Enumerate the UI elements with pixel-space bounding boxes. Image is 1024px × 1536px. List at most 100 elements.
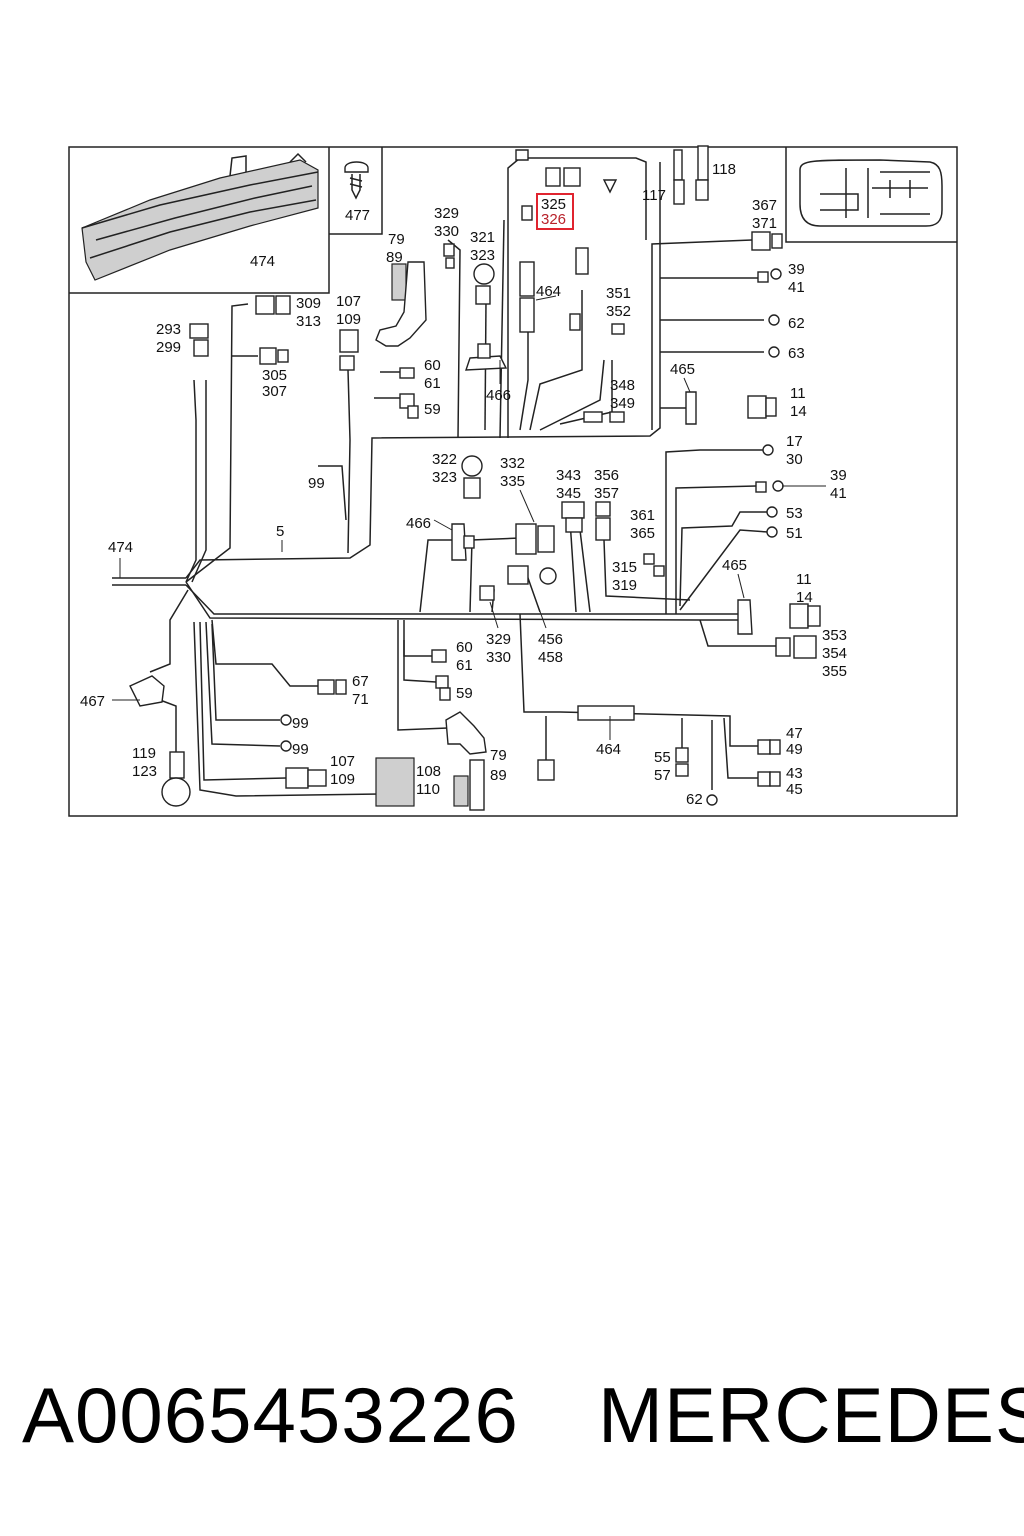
label-108: 108 xyxy=(416,763,441,780)
label-62-bot: 62 xyxy=(686,791,703,808)
label-11-mid: 11 xyxy=(796,571,812,588)
grommet-466-top xyxy=(465,343,508,371)
connector-332-335 xyxy=(515,523,555,555)
label-57: 57 xyxy=(654,767,671,784)
label-67: 67 xyxy=(352,673,369,690)
label-109-top: 109 xyxy=(336,311,361,328)
socket-119-123 xyxy=(161,751,191,807)
label-59-bot: 59 xyxy=(456,685,473,702)
label-315: 315 xyxy=(612,559,637,576)
label-11-top: 11 xyxy=(790,385,806,402)
horn-79-89-top xyxy=(375,261,427,347)
label-110: 110 xyxy=(416,781,440,798)
label-5: 5 xyxy=(276,523,284,540)
label-477: 477 xyxy=(345,207,370,224)
diagram-frame xyxy=(68,146,958,817)
terminal-62-bottom xyxy=(706,794,718,806)
grommet-465-mid xyxy=(737,599,821,635)
connector-367-371 xyxy=(751,231,783,251)
label-71: 71 xyxy=(352,691,369,708)
label-343: 343 xyxy=(556,467,581,484)
label-59-top: 59 xyxy=(424,401,441,418)
label-323-top: 323 xyxy=(470,247,495,264)
label-107-bot: 107 xyxy=(330,753,355,770)
label-109-bot: 109 xyxy=(330,771,355,788)
label-117: 117 xyxy=(642,187,666,204)
label-313: 313 xyxy=(296,313,321,330)
label-330-mid: 330 xyxy=(486,649,511,666)
main-harness-wires xyxy=(112,157,778,797)
label-41-mid: 41 xyxy=(830,485,847,502)
label-321: 321 xyxy=(470,229,495,246)
highlight-box-325-326 xyxy=(536,193,574,230)
label-30: 30 xyxy=(786,451,803,468)
small-connectors-60-61-59-top xyxy=(399,367,419,419)
label-17: 17 xyxy=(786,433,803,450)
label-14-top: 14 xyxy=(790,403,807,420)
label-355: 355 xyxy=(822,663,847,680)
label-293: 293 xyxy=(156,321,181,338)
label-51: 51 xyxy=(786,525,803,542)
label-43: 43 xyxy=(786,765,803,782)
label-329-top: 329 xyxy=(434,205,459,222)
connector-321-323 xyxy=(473,263,495,305)
connector-356-357 xyxy=(595,501,611,541)
terminals-right-top xyxy=(757,268,782,358)
connector-309-313 xyxy=(255,295,291,315)
terminals-99-bottom xyxy=(280,714,292,752)
label-466-mid: 466 xyxy=(406,515,431,532)
terminals-17-30-39-41 xyxy=(755,444,784,493)
label-319: 319 xyxy=(612,577,637,594)
label-60-bot: 60 xyxy=(456,639,473,656)
label-354: 354 xyxy=(822,645,847,662)
connector-351-352 xyxy=(569,247,625,335)
fuse-block-108-110 xyxy=(375,757,415,807)
connectors-47-49-43-45 xyxy=(757,739,781,787)
label-357: 357 xyxy=(594,485,619,502)
label-55: 55 xyxy=(654,749,671,766)
terminals-53-51 xyxy=(766,506,778,538)
sensor-464-bottom xyxy=(537,705,635,781)
connector-55-57 xyxy=(675,747,689,777)
part-number-text: A0065453226 xyxy=(22,1371,519,1459)
connector-293-299 xyxy=(189,323,209,357)
label-332: 332 xyxy=(500,455,525,472)
label-348: 348 xyxy=(610,377,635,394)
label-89-bot: 89 xyxy=(490,767,507,784)
label-63: 63 xyxy=(788,345,805,362)
label-309: 309 xyxy=(296,295,321,312)
label-79-top: 79 xyxy=(388,231,405,248)
connector-329-330-top xyxy=(443,243,455,269)
connector-353-354-355 xyxy=(775,635,817,659)
label-61-top: 61 xyxy=(424,375,441,392)
grommet-466-mid xyxy=(451,523,475,561)
connector-107-109-bottom xyxy=(285,767,327,789)
label-49: 49 xyxy=(786,741,803,758)
label-352: 352 xyxy=(606,303,631,320)
footer-caption: A0065453226 MERCEDES xyxy=(0,1370,1024,1470)
connector-456-458 xyxy=(507,565,557,585)
label-39-mid: 39 xyxy=(830,467,847,484)
label-474-inset: 474 xyxy=(250,253,275,270)
label-118: 118 xyxy=(712,161,736,178)
label-41-top: 41 xyxy=(788,279,805,296)
label-53: 53 xyxy=(786,505,803,522)
label-323-mid: 323 xyxy=(432,469,457,486)
label-365: 365 xyxy=(630,525,655,542)
label-79-bot: 79 xyxy=(490,747,507,764)
label-456: 456 xyxy=(538,631,563,648)
label-307: 307 xyxy=(262,383,287,400)
label-329-mid: 329 xyxy=(486,631,511,648)
label-45: 45 xyxy=(786,781,803,798)
connector-329-330-mid xyxy=(479,585,495,601)
connector-107-109-top xyxy=(339,329,359,371)
label-47: 47 xyxy=(786,725,803,742)
car-locator-inset xyxy=(785,147,957,243)
connector-117-118 xyxy=(673,145,709,205)
horn-79-89-bottom xyxy=(445,711,487,811)
part-labels: 474 477 329 330 321 323 325 326 79 89 46… xyxy=(80,161,847,808)
label-325: 325 xyxy=(541,196,566,213)
label-62-top: 62 xyxy=(788,315,805,332)
label-123: 123 xyxy=(132,763,157,780)
